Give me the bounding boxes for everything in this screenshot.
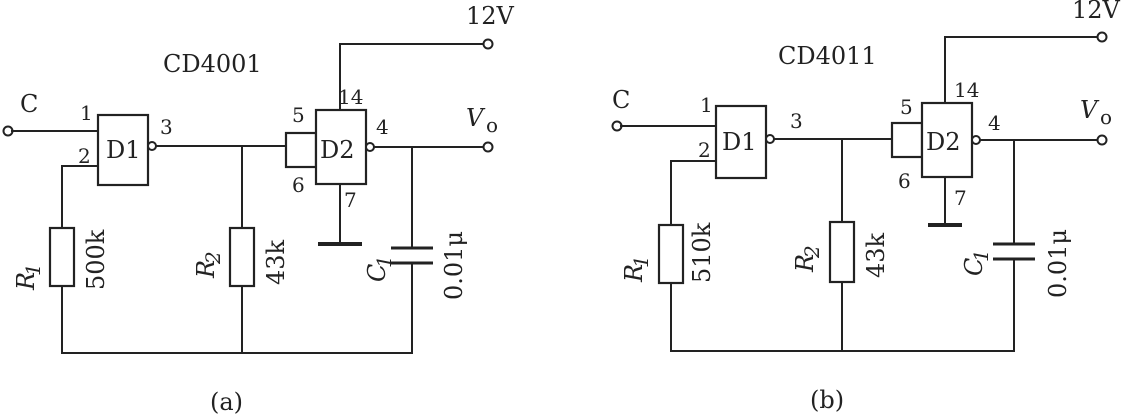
r1-name-a: R	[12, 272, 40, 291]
gate-d1-a	[96, 113, 150, 187]
c1-sub-b: 1	[969, 249, 993, 262]
pin-1-b: 1	[700, 93, 713, 117]
circuit-b: CD4011 12V C D1 1 2 3 R 1 510k R 2 43k	[611, 0, 1121, 414]
r1-sub-b: 1	[629, 255, 653, 268]
resistor-r1-a	[48, 226, 76, 288]
supply-label-b: 12V	[1072, 0, 1121, 24]
r2-name-a: R	[192, 260, 220, 279]
pin-2-b: 2	[698, 138, 711, 162]
input-tie-a	[284, 131, 318, 169]
pin-14-a: 14	[338, 85, 363, 109]
r1-name-b: R	[620, 264, 648, 283]
c1-name-a: C	[363, 264, 391, 282]
input-tie-b	[890, 121, 924, 159]
supply-label-a: 12V	[466, 2, 515, 30]
ground-rail-a	[61, 285, 413, 354]
supply-terminal-b	[1096, 31, 1108, 43]
pin-3-b: 3	[790, 109, 803, 133]
pin-2-a: 2	[78, 144, 91, 168]
gate-d1-bubble-b	[765, 134, 775, 144]
pin-14-b: 14	[954, 78, 979, 102]
pin-4-b: 4	[988, 111, 1001, 135]
capacitor-c1-b	[993, 242, 1035, 261]
output-label-a: V	[466, 104, 486, 132]
resistor-r2-a	[228, 226, 256, 288]
input-label-b: C	[612, 86, 630, 114]
pin-1-a: 1	[80, 101, 93, 125]
gate-d2-label-a: D2	[320, 136, 355, 164]
r2-sub-a: 2	[201, 251, 225, 265]
supply-terminal-a	[482, 38, 494, 50]
ground-rail-b	[670, 282, 1015, 352]
caption-b: (b)	[810, 386, 844, 414]
r1-value-a: 500k	[82, 229, 110, 290]
c1-sub-a: 1	[372, 255, 396, 268]
supply-wire-b	[944, 36, 1099, 104]
input-label-a: C	[20, 90, 38, 118]
pin-4-a: 4	[376, 115, 389, 139]
chip-label-a: CD4001	[163, 50, 262, 78]
circuit-a: CD4001 12V C D1 1 2 3 R 1 500k R 2 43k	[2, 2, 515, 416]
pin-6-b: 6	[898, 169, 911, 193]
r2-value-b: 43k	[862, 232, 890, 278]
gate-d1-label-a: D1	[106, 136, 141, 164]
c1-value-a: 0.01μ	[440, 231, 468, 300]
pin-5-a: 5	[292, 103, 305, 127]
gate-d1-bubble-a	[147, 141, 157, 151]
output-label-b: V	[1080, 96, 1100, 124]
gate-d2-bubble-a	[365, 142, 375, 152]
resistor-r1-b	[657, 223, 685, 285]
gate-d2-bubble-b	[971, 135, 981, 145]
pin-7-b: 7	[954, 186, 967, 210]
r1-sub-a: 1	[21, 263, 45, 276]
output-terminal-a	[482, 141, 494, 153]
c1-name-b: C	[960, 258, 988, 276]
gate-d1-label-b: D1	[722, 128, 757, 156]
resistor-r2-b	[828, 220, 856, 284]
r2-value-a: 43k	[262, 239, 290, 285]
r2-sub-b: 2	[800, 245, 824, 259]
c1-value-b: 0.01μ	[1044, 229, 1072, 298]
r2-name-b: R	[791, 254, 819, 273]
output-sub-a: o	[486, 113, 498, 137]
r1-top-wire-a	[61, 165, 99, 229]
gate-d2-a	[314, 108, 368, 186]
output-terminal-b	[1096, 134, 1108, 146]
pin-6-a: 6	[292, 173, 305, 197]
supply-wire-a	[339, 43, 486, 111]
pin-5-b: 5	[900, 95, 913, 119]
chip-label-b: CD4011	[778, 42, 877, 70]
capacitor-c1-a	[391, 246, 433, 265]
gate-d2-label-b: D2	[926, 128, 961, 156]
pin-3-a: 3	[160, 115, 173, 139]
caption-a: (a)	[210, 388, 243, 416]
gate-d1-b	[714, 104, 768, 180]
pin-7-a: 7	[344, 188, 357, 212]
r1-value-b: 510k	[688, 222, 716, 283]
r1-top-wire-b	[670, 160, 717, 226]
output-sub-b: o	[1100, 105, 1112, 129]
